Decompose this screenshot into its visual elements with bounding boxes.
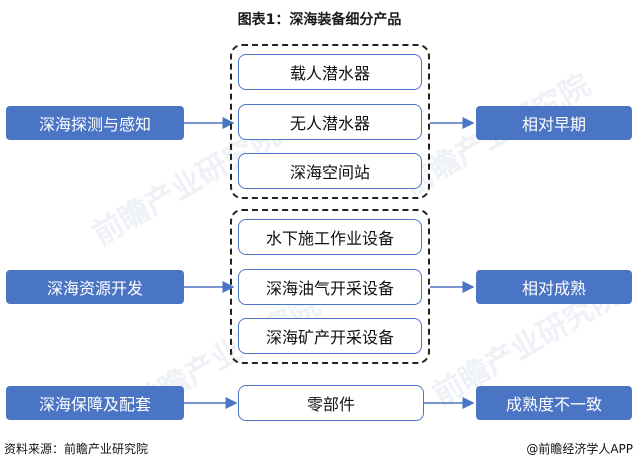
credit-note: @前瞻经济学人APP — [526, 442, 633, 456]
source-note: 资料来源：前瞻产业研究院 — [4, 442, 149, 456]
product-manned-submersible: 载人潜水器 — [238, 54, 422, 90]
product-mineral-equipment: 深海矿产开采设备 — [238, 318, 422, 354]
maturity-early: 相对早期 — [476, 106, 632, 140]
product-group-resource — [230, 209, 430, 364]
product-underwater-construction: 水下施工作业设备 — [238, 219, 422, 255]
category-deep-sea-exploration: 深海探测与感知 — [6, 106, 184, 140]
product-components: 零部件 — [238, 385, 424, 421]
product-unmanned-submersible: 无人潜水器 — [238, 104, 422, 140]
maturity-mature: 相对成熟 — [476, 270, 632, 304]
product-oil-gas-equipment: 深海油气开采设备 — [238, 269, 422, 305]
product-deep-sea-station: 深海空间站 — [238, 153, 422, 189]
category-deep-sea-support: 深海保障及配套 — [6, 386, 184, 420]
category-deep-sea-resource: 深海资源开发 — [6, 270, 184, 304]
product-group-exploration — [230, 44, 430, 199]
diagram-title: 图表1：深海装备细分产品 — [237, 12, 402, 28]
maturity-inconsistent: 成熟度不一致 — [476, 386, 632, 420]
